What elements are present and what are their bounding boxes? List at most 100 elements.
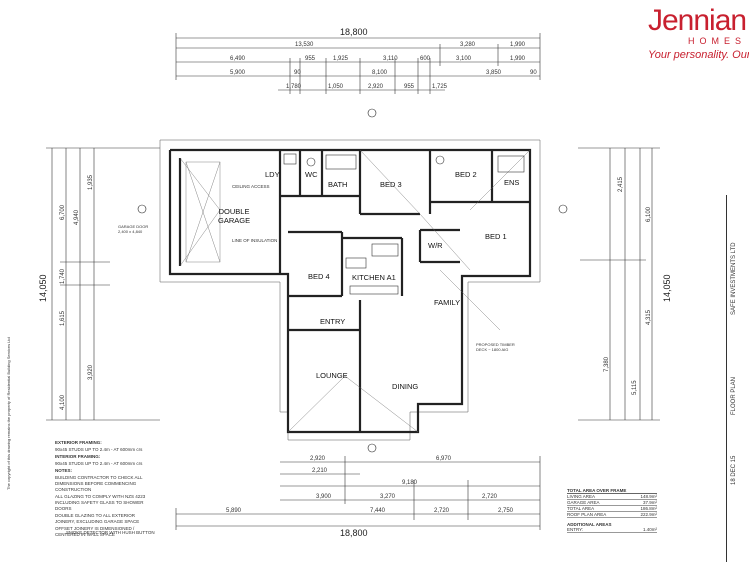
area-row: GARAGE AREA 37.9m² bbox=[567, 500, 657, 506]
room-wr: W/R bbox=[428, 241, 443, 250]
dim-left-6: 3,920 bbox=[88, 364, 94, 380]
dim-top-r4-5: 1,725 bbox=[432, 84, 448, 90]
room-bed2: BED 2 bbox=[455, 170, 477, 179]
room-bed1: BED 1 bbox=[485, 232, 507, 241]
area-title: TOTAL AREA OVER FRAME bbox=[567, 488, 657, 494]
room-ldy: LDY bbox=[265, 170, 280, 179]
note-5: BUILDING CONTRACTOR TO CHECK ALL DIMENSI… bbox=[55, 475, 143, 492]
brand-name: Jennian bbox=[648, 4, 747, 37]
note-2: INTERIOR FRAMING: bbox=[55, 454, 101, 459]
dim-bot-r3-1: 9,180 bbox=[402, 480, 418, 486]
construction-notes: EXTERIOR FRAMING: 90x45 STUDS UP TO 2.4m… bbox=[55, 440, 155, 539]
dim-top-r2-7: 1,990 bbox=[510, 56, 526, 62]
ceiling-access-label: CEILING ACCESS bbox=[232, 184, 270, 189]
area-schedule: TOTAL AREA OVER FRAME LIVING AREA 148.9m²… bbox=[567, 488, 657, 533]
dim-bot-r1-2: 6,970 bbox=[436, 456, 452, 462]
dim-top-r4-1: 1,780 bbox=[286, 84, 302, 90]
line-of-insulation-label: LINE OF INSULATION bbox=[232, 238, 278, 243]
room-lounge: LOUNGE bbox=[316, 371, 348, 380]
title-block: SAFE INVESTMENTS LTD FLOOR PLAN 18 DEC 1… bbox=[726, 195, 749, 562]
dim-bot-r5-2: 7,440 bbox=[370, 508, 386, 514]
dim-left-5: 1,615 bbox=[60, 310, 66, 326]
note-1: 90x45 STUDS UP TO 2.4m - AT 600mm crs bbox=[55, 447, 143, 452]
dim-bot-r4-3: 2,720 bbox=[482, 494, 498, 500]
note-4: NOTES: bbox=[55, 468, 73, 473]
area-row: ROOF PLAN AREA 222.9m² bbox=[567, 512, 657, 518]
note-7: DOUBLE GLAZING TO ALL EXTERIOR JOINERY, … bbox=[55, 513, 140, 524]
room-dining: DINING bbox=[392, 382, 419, 391]
note-3: 90x45 STUDS UP TO 2.4m - AT 600mm crs bbox=[55, 461, 143, 466]
room-wc: WC bbox=[305, 170, 318, 179]
copyright-note: The copyright of this drawing remains th… bbox=[6, 337, 11, 490]
dim-top-r2-6: 3,100 bbox=[456, 56, 472, 62]
smoke-detector-label: SMOKE DETECTOR WITH HUSH BUTTON bbox=[66, 530, 155, 535]
dim-top-2: 3,280 bbox=[460, 42, 476, 48]
dim-bot-r5-3: 2,720 bbox=[434, 508, 450, 514]
room-bath: BATH bbox=[328, 180, 348, 189]
room-kitchen: KITCHEN A1 bbox=[352, 273, 396, 282]
area-label: ROOF PLAN AREA bbox=[567, 512, 607, 517]
dim-left-2: 1,935 bbox=[88, 174, 94, 190]
area-label: GARAGE AREA bbox=[567, 500, 600, 505]
dim-top-3: 1,990 bbox=[510, 42, 526, 48]
dim-top-r2-2: 955 bbox=[305, 56, 316, 62]
dim-left-1: 6,700 bbox=[60, 204, 66, 220]
drawing-date: 18 DEC 15 bbox=[731, 455, 737, 485]
dim-right-4: 5,115 bbox=[632, 380, 638, 395]
area-value: 148.9m² bbox=[640, 494, 657, 499]
dim-right-3: 4,315 bbox=[646, 309, 652, 325]
dim-top-r3-5: 90 bbox=[530, 70, 537, 76]
dim-bot-r1-1: 2,920 bbox=[310, 456, 326, 462]
dim-top-r3-1: 5,900 bbox=[230, 70, 246, 76]
area-value: 186.8m² bbox=[640, 506, 657, 511]
dim-top-r4-2: 1,050 bbox=[328, 84, 344, 90]
garage-door-label: GARAGE DOOR 2,400 x 4,840 bbox=[118, 224, 149, 234]
dim-top-r2-3: 1,925 bbox=[333, 56, 349, 62]
overall-depth-left: 14,050 bbox=[38, 274, 48, 302]
area-label: ENTRY: bbox=[567, 527, 584, 532]
dim-right-2: 6,100 bbox=[646, 206, 652, 222]
overall-width-top: 18,800 bbox=[340, 27, 368, 37]
area-row: ENTRY: 1.40m² bbox=[567, 527, 657, 533]
dim-top-r4-3: 2,920 bbox=[368, 84, 384, 90]
dim-bot-r4-1: 3,900 bbox=[316, 494, 332, 500]
dim-top-r2-5: 600 bbox=[420, 56, 431, 62]
dim-bot-r4-2: 3,270 bbox=[380, 494, 396, 500]
additional-areas-title: ADDITIONAL AREAS bbox=[567, 522, 612, 527]
client-name: SAFE INVESTMENTS LTD bbox=[731, 242, 737, 315]
area-label: LIVING AREA bbox=[567, 494, 596, 499]
room-bed3: BED 3 bbox=[380, 180, 402, 189]
area-value: 1.40m² bbox=[642, 527, 657, 532]
room-ens: ENS bbox=[504, 178, 520, 187]
sheet-name: FLOOR PLAN bbox=[731, 376, 737, 415]
dim-top-r2-4: 3,110 bbox=[383, 56, 398, 62]
room-entry: ENTRY bbox=[320, 317, 346, 326]
dim-top-r2-1: 6,490 bbox=[230, 56, 246, 62]
overall-width-bottom: 18,800 bbox=[340, 528, 368, 538]
dim-right-5: 7,380 bbox=[604, 356, 610, 372]
area-row: TOTAL AREA 186.8m² bbox=[567, 506, 657, 512]
brand-sub: HOMES bbox=[688, 36, 747, 46]
dim-right-1: 2,415 bbox=[618, 176, 624, 192]
dim-top-1: 13,530 bbox=[295, 42, 314, 48]
dim-bot-r5-4: 2,750 bbox=[498, 508, 514, 514]
dim-bot-r5-1: 5,890 bbox=[226, 508, 242, 514]
area-value: 222.9m² bbox=[640, 512, 657, 517]
note-8: OFFSET JOINERY IS DIMENSIONED / CENTERED… bbox=[55, 526, 135, 537]
note-6: ALL GLAZING TO COMPLY WITH NZS 4223 INCL… bbox=[55, 494, 146, 511]
timber-deck-label: PROPOSED TIMBER DECK ~ 1800 AIG bbox=[476, 342, 515, 352]
room-bed4: BED 4 bbox=[308, 272, 330, 281]
dim-bot-r2-1: 2,210 bbox=[312, 468, 328, 474]
note-0: EXTERIOR FRAMING: bbox=[55, 440, 102, 445]
area-value: 37.9m² bbox=[642, 500, 657, 505]
area-row: LIVING AREA 148.9m² bbox=[567, 494, 657, 500]
overall-depth-right: 14,050 bbox=[662, 274, 672, 302]
dim-left-4: 1,740 bbox=[60, 268, 66, 284]
dim-left-7: 4,100 bbox=[60, 394, 66, 410]
dim-top-r3-3: 8,100 bbox=[372, 70, 388, 76]
area-label: TOTAL AREA bbox=[567, 506, 595, 511]
dim-top-r3-4: 3,850 bbox=[486, 70, 502, 76]
brand-logo: Jennian HOMES Your personality. Our exp bbox=[648, 4, 749, 61]
